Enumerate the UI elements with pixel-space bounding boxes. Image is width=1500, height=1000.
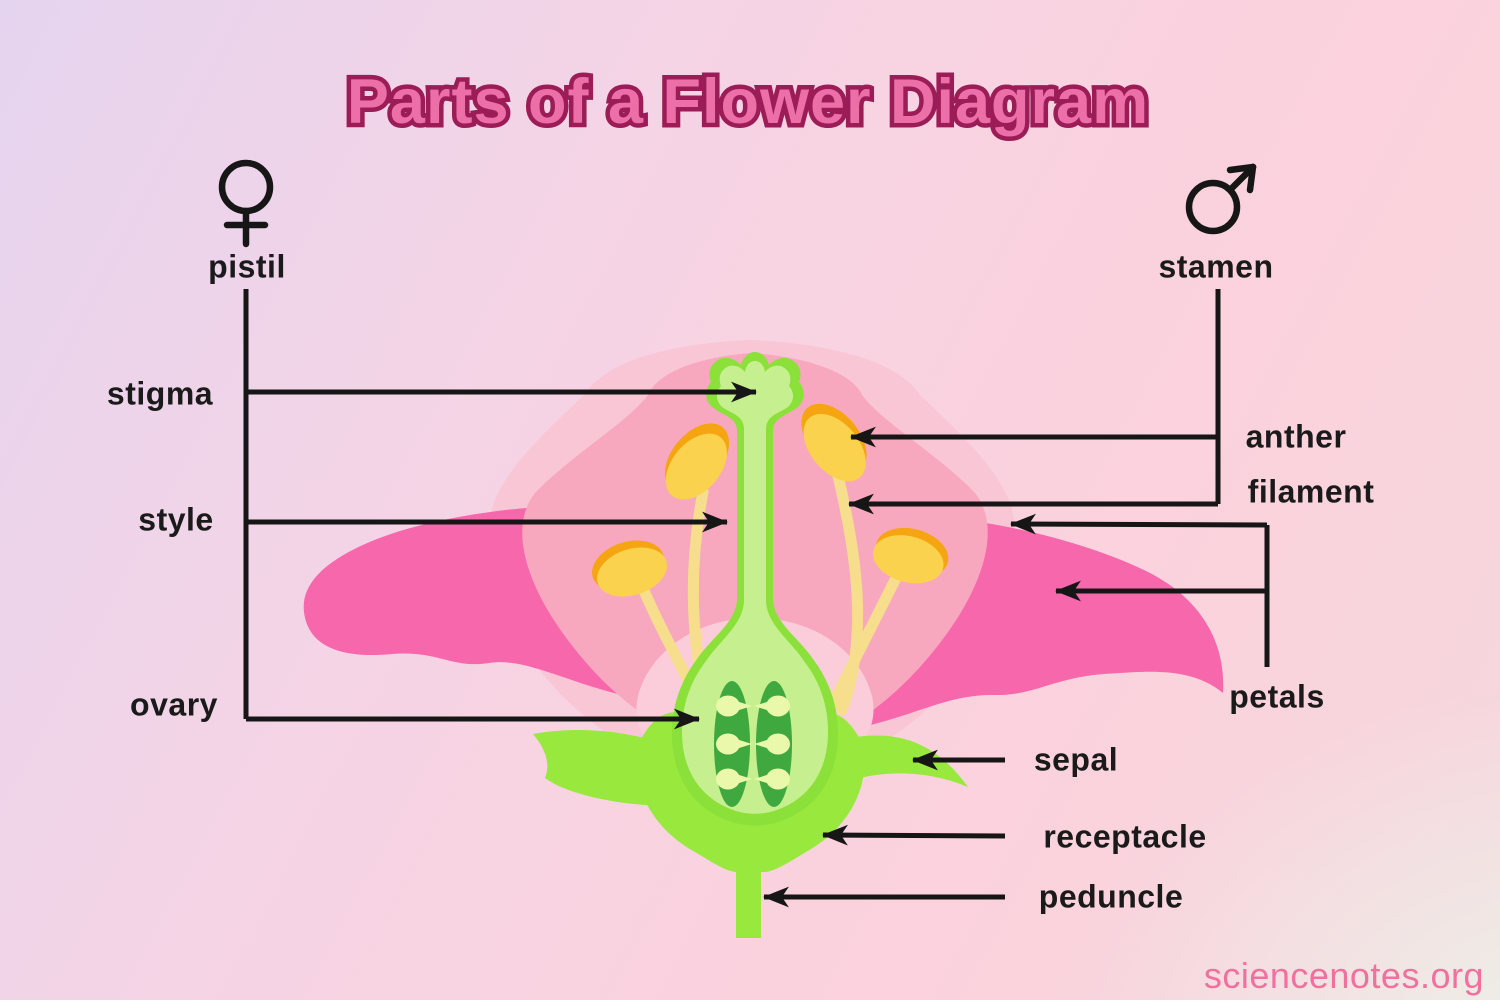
anther-label: anther bbox=[1245, 418, 1347, 455]
ovule bbox=[766, 768, 790, 790]
ovule bbox=[766, 695, 790, 717]
peduncle-label: peduncle bbox=[1038, 878, 1184, 915]
anther-lower-right bbox=[872, 527, 949, 584]
ovule bbox=[754, 739, 770, 749]
receptacle-label: receptacle bbox=[1043, 818, 1207, 855]
ovary-label: ovary bbox=[130, 686, 218, 723]
watermark: sciencenotes.org bbox=[1203, 955, 1484, 996]
ovule bbox=[754, 774, 770, 784]
anther-lower-left bbox=[592, 540, 668, 597]
male-symbol bbox=[1185, 163, 1257, 235]
ovule bbox=[766, 733, 790, 755]
petals-label: petals bbox=[1229, 678, 1325, 715]
pistil-label: pistil bbox=[208, 248, 286, 285]
ovule bbox=[736, 701, 752, 711]
filament-lower-right bbox=[826, 568, 904, 711]
ovule bbox=[716, 695, 740, 717]
ovule bbox=[716, 768, 740, 790]
ovule bbox=[736, 774, 752, 784]
sepal-right bbox=[832, 735, 968, 787]
filament-label: filament bbox=[1247, 473, 1375, 510]
female-symbol bbox=[218, 159, 274, 248]
ovule bbox=[754, 701, 770, 711]
page-title-outline: Parts of a Flower Diagram bbox=[342, 63, 1152, 142]
stigma-label: stigma bbox=[106, 375, 214, 412]
page-title: Parts of a Flower Diagram bbox=[346, 67, 1150, 137]
sepal-left bbox=[533, 729, 673, 806]
ovule bbox=[736, 739, 752, 749]
petals-arrow-top bbox=[1009, 513, 1268, 535]
anther-upper-left bbox=[664, 423, 730, 500]
style-label: style bbox=[138, 501, 214, 538]
stamen-label: stamen bbox=[1158, 248, 1274, 285]
sepal-label: sepal bbox=[1033, 741, 1119, 778]
filament-upper-right bbox=[832, 470, 864, 716]
receptacle-arrow bbox=[821, 824, 1006, 846]
ovule bbox=[716, 733, 740, 755]
